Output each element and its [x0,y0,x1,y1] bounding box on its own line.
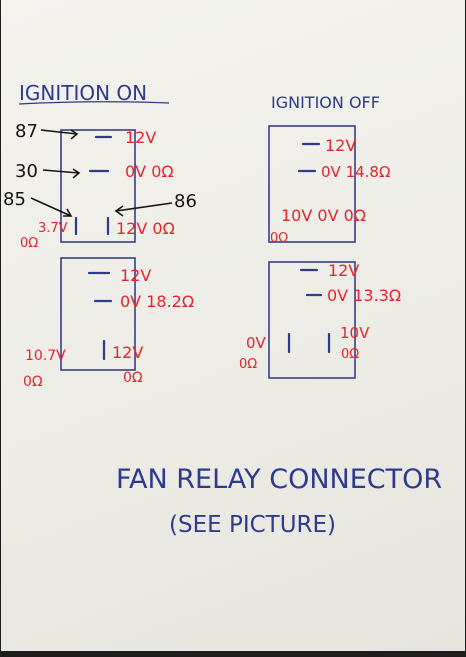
reading: 12V [328,261,359,280]
arrow-30 [42,168,81,179]
label-85: 85 [3,189,26,210]
relay-box-top-left [60,129,136,243]
caption-see-picture: (SEE PICTURE) [169,512,336,538]
reading: 0Ω [341,347,359,362]
reading: 10.7V [25,348,66,364]
heading-ignition-off: IGNITION OFF [271,93,380,112]
reading: 0Ω [123,370,143,386]
reading: 12V [120,266,151,285]
reading: 3.7V [38,221,68,236]
reading: 0V 18.2Ω [120,292,194,311]
label-87: 87 [15,121,38,142]
arrow-85 [30,197,73,217]
label-30: 30 [15,161,38,182]
reading: 0V [246,334,267,352]
reading: 10V 0V 0Ω [281,206,366,225]
arrow-86 [114,202,173,217]
label-86: 86 [174,191,197,212]
reading: 0Ω [270,231,288,246]
reading: 12V [112,343,143,362]
caption-fan-relay: FAN RELAY CONNECTOR [116,464,442,495]
reading: 0V 13.3Ω [327,286,401,305]
reading: 12V [325,136,356,155]
reading: 0Ω [20,236,38,251]
reading: 0V 0Ω [125,162,174,181]
reading: 0Ω [23,374,43,390]
reading: 10V [340,324,370,342]
arrow-87 [40,129,79,140]
heading-ignition-on: IGNITION ON [19,81,147,105]
reading: 12V 0Ω [116,219,175,238]
relay-box-bottom-right [268,261,356,379]
relay-box-bottom-left [60,257,136,371]
reading: 0Ω [239,357,257,372]
reading: 12V [125,128,156,147]
relay-box-top-right [268,125,356,243]
heading-underline [18,101,170,105]
reading: 0V 14.8Ω [321,163,390,181]
